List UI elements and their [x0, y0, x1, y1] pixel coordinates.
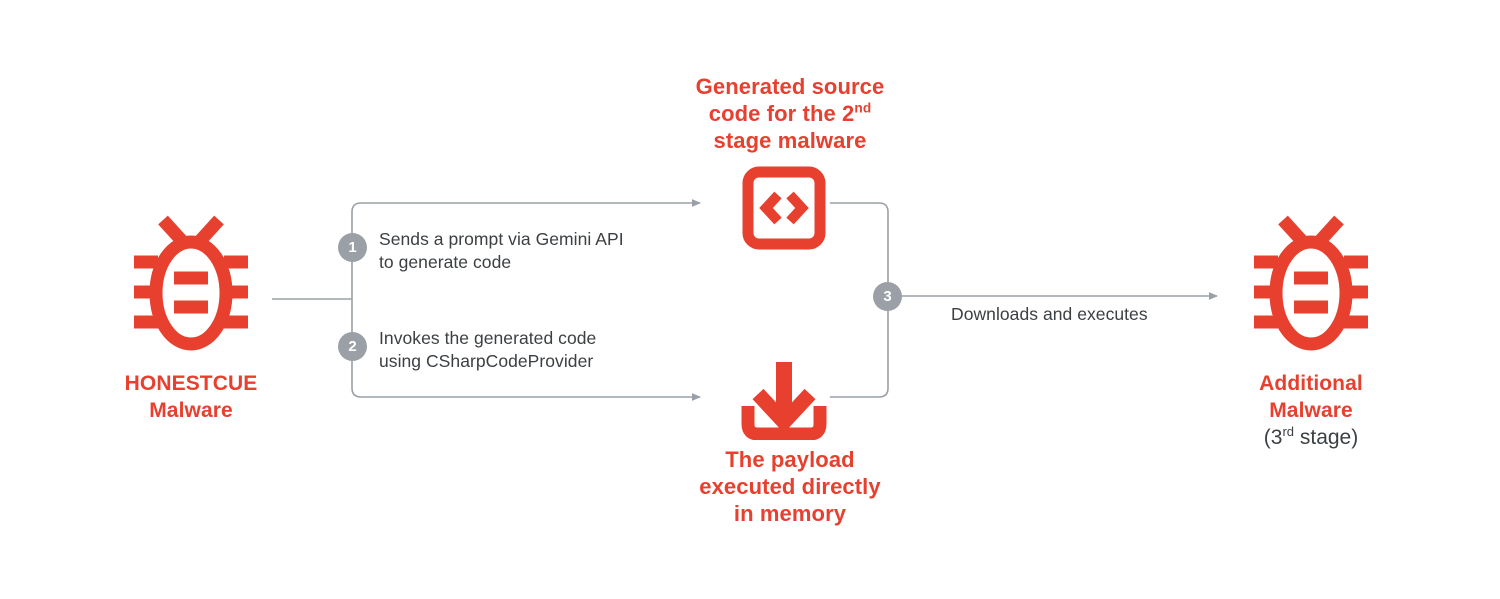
- step-text-2: Invokes the generated code using CSharpC…: [379, 328, 597, 371]
- step-badge-1: 1: [338, 233, 367, 262]
- source-label-line1: HONESTCUE: [124, 372, 258, 395]
- step-text-3: Downloads and executes: [951, 304, 1148, 324]
- wire-from-payload: [830, 296, 889, 398]
- payload-label-line2: executed directly: [699, 474, 881, 499]
- payload-node-label: The payload executed directly in memory: [655, 446, 925, 527]
- code-label-ordinal: nd: [854, 100, 872, 116]
- bug-icon: [96, 210, 286, 358]
- code-brackets-icon: [742, 166, 826, 255]
- bug-icon: [1216, 210, 1406, 358]
- target-label-line1: Additional: [1259, 372, 1363, 395]
- node-additional-malware: Additional Malware (3rd stage): [1216, 210, 1406, 451]
- code-label-line1: Generated source: [695, 74, 885, 99]
- code-label-line3: stage malware: [713, 128, 867, 153]
- node-honestcue-malware: HONESTCUE Malware: [96, 210, 286, 424]
- payload-label-line1: The payload: [725, 447, 855, 472]
- target-label-line2: Malware: [1269, 399, 1353, 422]
- download-arrow-icon: [738, 358, 830, 445]
- step-text-1: Sends a prompt via Gemini API to generat…: [379, 229, 624, 272]
- code-label-line2: code for the 2nd: [708, 100, 872, 126]
- source-label-line2: Malware: [149, 399, 233, 422]
- code-node-label: Generated source code for the 2nd stage …: [650, 73, 930, 154]
- payload-label-line3: in memory: [733, 501, 847, 526]
- target-label-stage: (3rd stage): [1263, 424, 1359, 449]
- target-label-ordinal: rd: [1282, 424, 1295, 439]
- step-badge-2: 2: [338, 332, 367, 361]
- wire-from-code: [830, 202, 889, 296]
- step-badge-3: 3: [873, 282, 902, 311]
